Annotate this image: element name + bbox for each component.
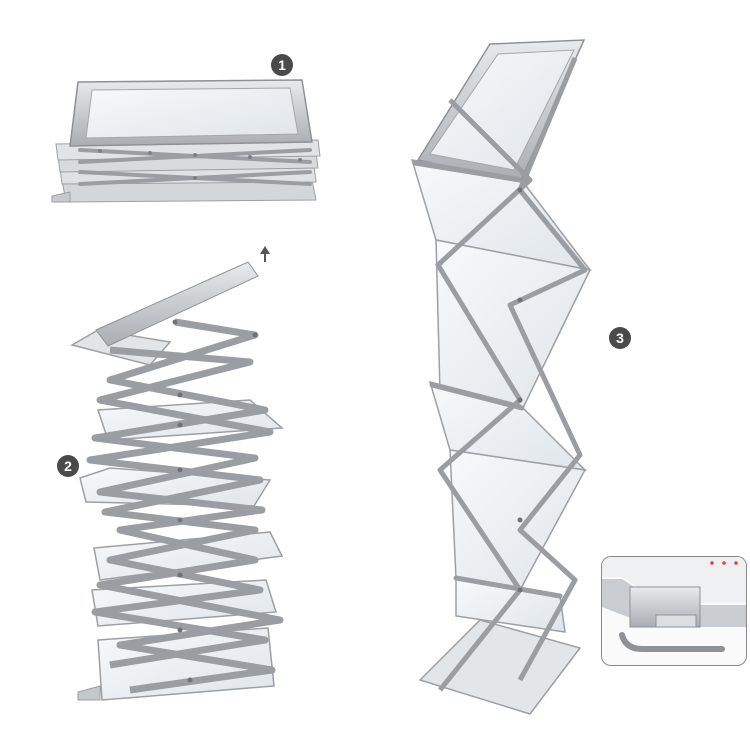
step-number-badge: 2 <box>57 455 79 477</box>
hinge-detail-inset <box>601 556 747 666</box>
step-number-badge: 1 <box>271 54 293 76</box>
step-number-badge: 3 <box>609 327 631 349</box>
folded-stand <box>51 79 321 203</box>
assembled-stand <box>410 39 592 715</box>
up-arrow-icon <box>260 246 270 262</box>
unfolding-stand <box>70 261 284 701</box>
